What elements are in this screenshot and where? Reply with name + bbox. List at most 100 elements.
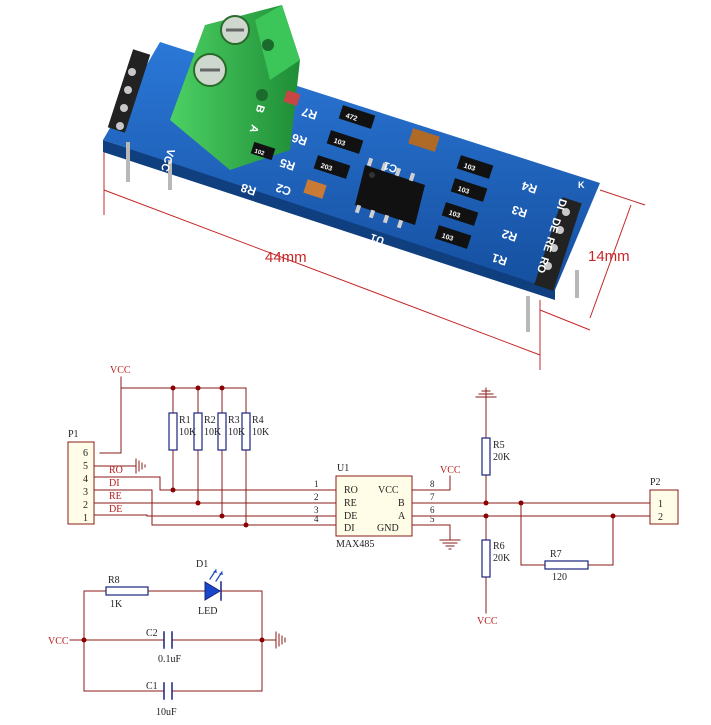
p1-pin-6: 6 xyxy=(83,448,88,459)
r6-ref: R6 xyxy=(493,541,505,552)
ground-top-icon xyxy=(475,387,497,398)
r3-body xyxy=(217,412,227,451)
r6-body xyxy=(481,539,491,578)
u1-num-7: 7 xyxy=(430,492,435,502)
p2-pin-1: 1 xyxy=(658,499,663,510)
junctions-left xyxy=(170,385,249,528)
p1-pin-5: 5 xyxy=(83,461,88,472)
u1-max485: U1 MAX485 RO RE DE DI VCC B A GND 1 2 3 … xyxy=(314,463,435,550)
r2-body xyxy=(193,412,203,451)
silk-b: B xyxy=(253,103,267,114)
dimension-lines xyxy=(103,150,646,370)
r3-value: 10K xyxy=(228,427,246,438)
r2-code: 103 xyxy=(448,210,461,220)
r1-ref: R1 xyxy=(179,415,191,426)
c2-value: 0.1uF xyxy=(158,654,182,665)
u1-part: MAX485 xyxy=(336,539,374,550)
smd-components: 472 103 203 102 103 103 103 103 xyxy=(250,90,494,249)
left-header-pins xyxy=(107,49,172,190)
c1-capacitor-icon xyxy=(163,682,173,700)
silk-r3: R3 xyxy=(510,202,529,220)
r7-value: 120 xyxy=(552,572,567,583)
c2-capacitor-icon xyxy=(163,631,173,649)
p2-ref: P2 xyxy=(650,477,661,488)
resistor-bodies-r1-r4 xyxy=(168,412,251,451)
pcb-edge xyxy=(103,140,555,300)
u1-pin-gnd: GND xyxy=(377,523,399,534)
dimension-width: 14mm xyxy=(588,248,630,265)
r5-body xyxy=(481,437,491,476)
r3-code: 103 xyxy=(457,186,470,196)
r4-value: 10K xyxy=(252,427,270,438)
right-header-pins xyxy=(526,197,582,332)
r4-code: 103 xyxy=(463,163,476,173)
r2-ref: R2 xyxy=(204,415,216,426)
silkscreen: VCC B A R7 R6 R5 R8 C2 C1 U1 R4 R3 R2 R1… xyxy=(158,103,585,275)
module-photo: 44mm 14mm xyxy=(103,5,646,370)
silk-r7: R7 xyxy=(300,104,319,122)
silk-k: K xyxy=(578,180,585,190)
r8-body xyxy=(105,586,149,596)
u1-num-3: 3 xyxy=(314,505,319,515)
silk-a: A xyxy=(247,123,261,134)
u1-pin-b: B xyxy=(398,498,405,509)
dimension-length: 44mm xyxy=(265,249,307,266)
r5-value: 20K xyxy=(493,452,511,463)
r7-code: 472 xyxy=(345,113,358,123)
vcc-u1-label: VCC xyxy=(440,465,461,476)
junctions-power xyxy=(81,637,265,643)
vcc-bottom-label: VCC xyxy=(477,616,498,627)
r2-value: 10K xyxy=(204,427,222,438)
r5-ref: R5 xyxy=(493,440,505,451)
led-icon xyxy=(204,569,223,601)
u1-pin-re: RE xyxy=(344,498,357,509)
u1-pin-di: DI xyxy=(344,523,355,534)
silk-ro: RO xyxy=(534,255,551,275)
silk-r4: R4 xyxy=(520,178,539,196)
net-de: DE xyxy=(109,504,122,515)
net-di: DI xyxy=(109,478,120,489)
r5-code: 203 xyxy=(320,163,333,173)
schematic: VCC R1 10K R2 10K R3 10 xyxy=(48,365,679,718)
p1-connector: P1 6 5 4 3 2 1 xyxy=(67,429,95,525)
vcc-left-label: VCC xyxy=(48,636,69,647)
u1-pin-vcc: VCC xyxy=(378,485,399,496)
silk-u1: U1 xyxy=(369,231,386,247)
power-ground-icon xyxy=(275,631,286,649)
p1-pin-2: 2 xyxy=(83,500,88,511)
termination-wires xyxy=(520,502,614,566)
r3-ref: R3 xyxy=(228,415,240,426)
u1-num-1: 1 xyxy=(314,479,319,489)
silk-c1: C1 xyxy=(382,159,399,175)
r6-value: 20K xyxy=(493,553,511,564)
silk-r1: R1 xyxy=(490,250,509,268)
d1-value: LED xyxy=(198,606,217,617)
u1-pin-ro: RO xyxy=(344,485,358,496)
u1-pin-de: DE xyxy=(344,511,357,522)
screw-terminal xyxy=(170,5,300,170)
u1-ref: U1 xyxy=(337,463,349,474)
r8-code: 102 xyxy=(254,149,266,158)
r4-body xyxy=(241,412,251,451)
net-ro: RO xyxy=(109,465,123,476)
silk-r6: R6 xyxy=(290,130,309,148)
r7-body xyxy=(544,560,589,570)
p2-pin-2: 2 xyxy=(658,512,663,523)
u1-pin-a: A xyxy=(398,511,406,522)
u1-right-wires xyxy=(411,475,656,541)
u1-chip xyxy=(354,157,425,229)
pullup-resistors xyxy=(172,387,247,526)
u1-num-4: 4 xyxy=(314,514,319,524)
r8-value: 1K xyxy=(110,599,123,610)
silk-re: RE xyxy=(540,235,556,253)
r8-ref: R8 xyxy=(108,575,120,586)
u1-num-8: 8 xyxy=(430,479,435,489)
p1-pin-3: 3 xyxy=(83,487,88,498)
vcc-top: VCC xyxy=(99,365,247,454)
silk-c2: C2 xyxy=(274,180,293,198)
silk-r2: R2 xyxy=(500,226,519,244)
r6-code: 103 xyxy=(333,138,346,148)
silk-r8: R8 xyxy=(239,180,258,198)
